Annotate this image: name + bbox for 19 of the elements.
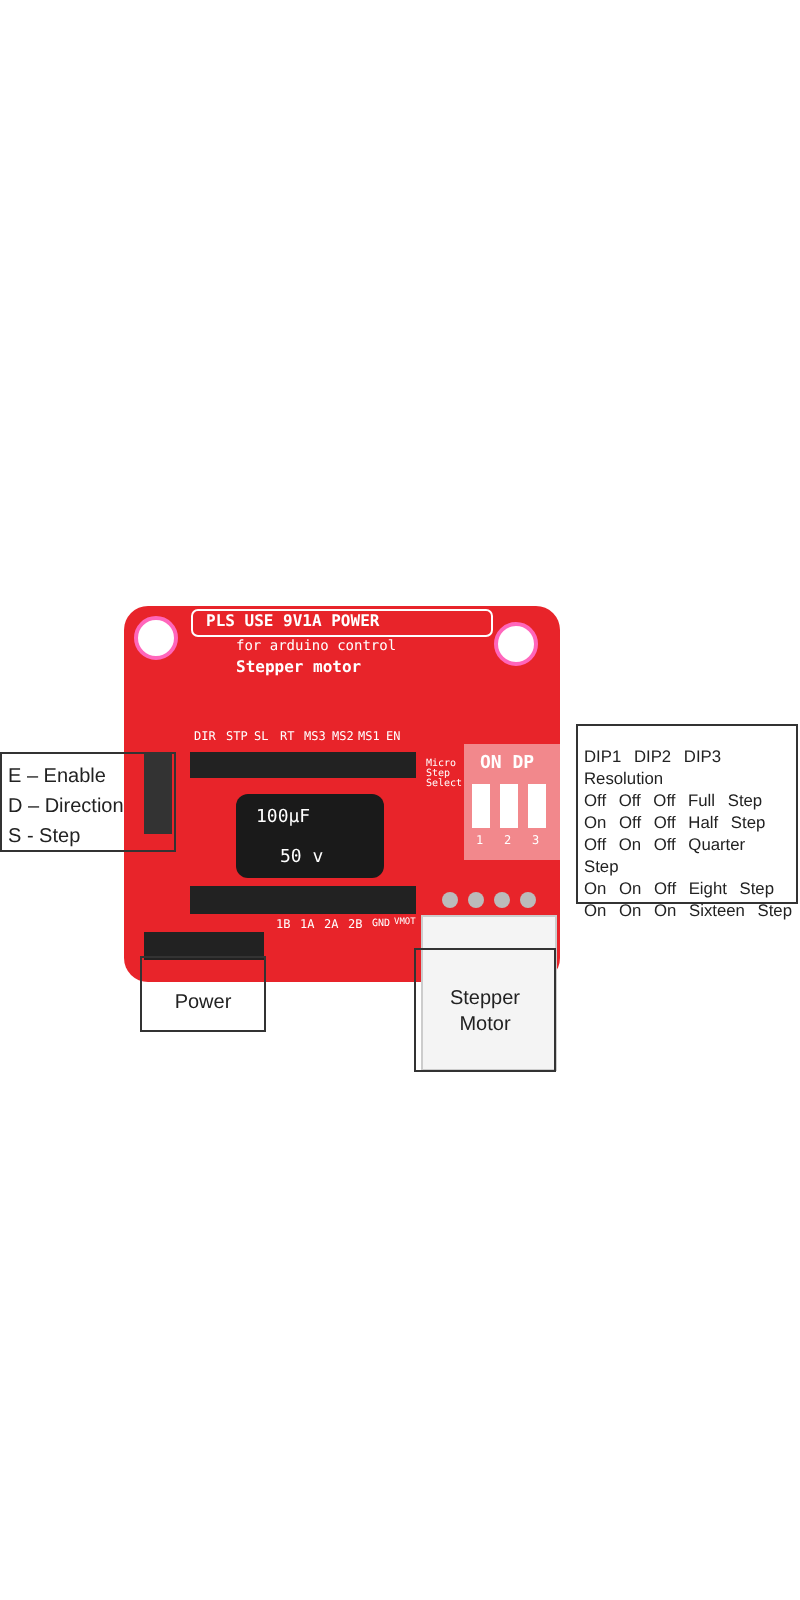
annotation-box bbox=[0, 752, 176, 852]
annotation-text: E – Enable bbox=[8, 764, 108, 792]
annotation-box bbox=[140, 956, 266, 1032]
annotation-text: On On On Sixteen Step bbox=[584, 900, 792, 922]
silkscreen-label: 50 v bbox=[280, 850, 324, 868]
silkscreen-label: Stepper motor bbox=[236, 660, 362, 676]
annotation-text: DIP1 DIP2 DIP3 Resolution bbox=[584, 746, 724, 790]
annotation-text: Off On Off Quarter Step bbox=[584, 834, 748, 878]
silkscreen-label: 100µF bbox=[256, 810, 311, 828]
annotation-box bbox=[414, 948, 556, 1072]
silkscreen-label: ON DP bbox=[480, 756, 535, 774]
annotation-text: Off Off Off Full Step bbox=[584, 790, 765, 812]
annotation-text: On Off Off Half Step bbox=[584, 812, 768, 834]
silkscreen-label: PLS USE 9V1A POWER bbox=[206, 614, 380, 630]
annotation-text: D – Direction bbox=[8, 794, 126, 822]
annotation-text: Stepper Motor bbox=[448, 986, 522, 1038]
annotation-text: On On Off Eight Step bbox=[584, 878, 776, 900]
annotation-text: Power bbox=[172, 992, 234, 1014]
annotation-text: S - Step bbox=[8, 824, 83, 852]
